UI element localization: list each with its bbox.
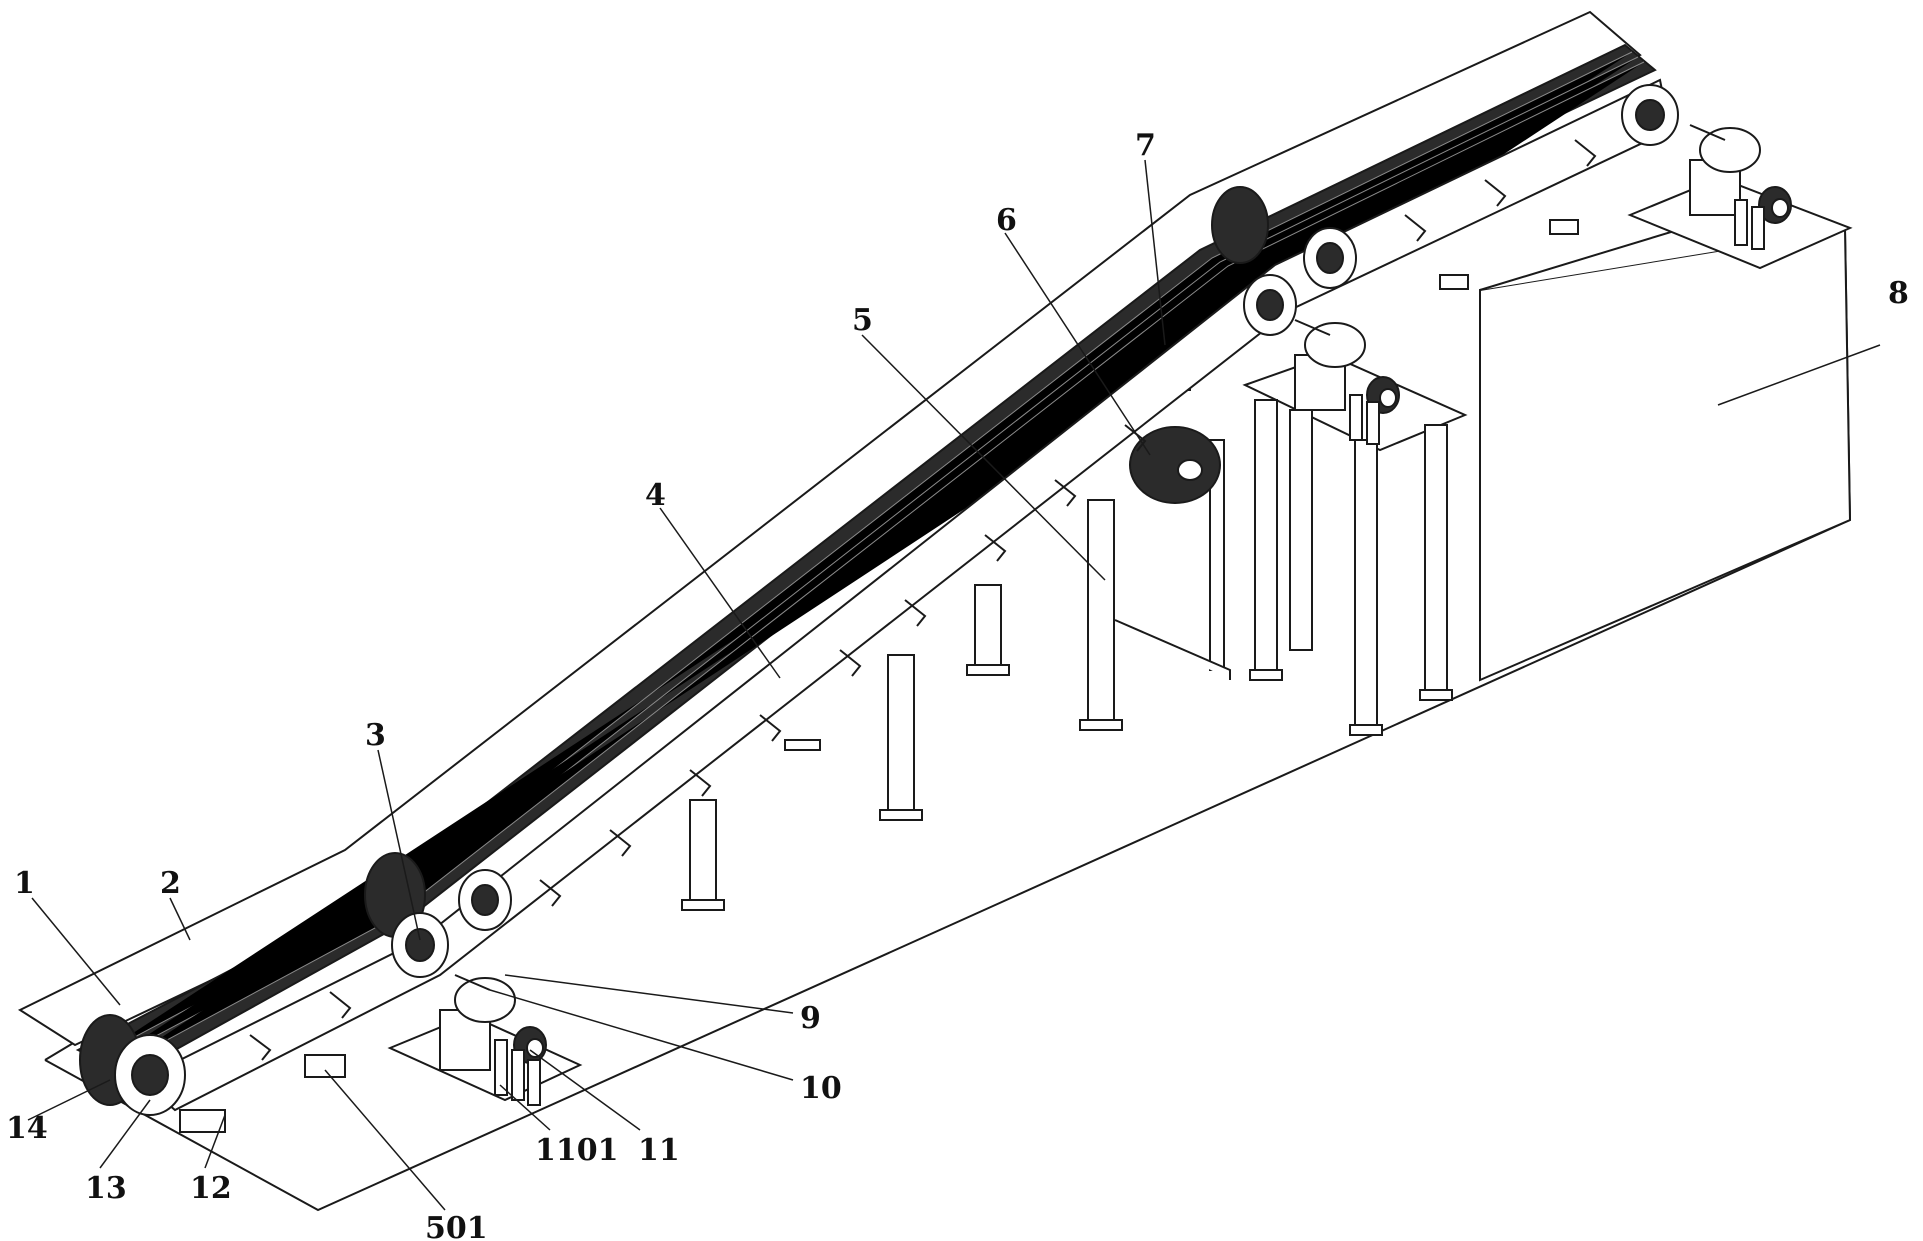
label-501: 501 — [425, 1211, 488, 1241]
upper-drive-unit — [1689, 124, 1792, 250]
lower-drive-unit — [387, 974, 583, 1106]
label-1101: 1101 — [535, 1133, 619, 1168]
label-12: 12 — [190, 1171, 232, 1206]
pulleys — [114, 84, 1679, 1116]
label-5: 5 — [852, 303, 873, 338]
label-10: 10 — [800, 1071, 842, 1106]
label-6: 6 — [996, 203, 1017, 238]
label-3: 3 — [365, 718, 386, 753]
idler-racks — [249, 139, 1597, 1061]
label-1: 1 — [14, 866, 35, 901]
reference-labels: 1 2 3 4 5 6 7 8 9 10 11 1101 12 13 14 50… — [6, 128, 1909, 1241]
platform-block — [1479, 203, 1852, 682]
leader-lines — [27, 159, 1881, 1211]
label-13: 13 — [85, 1171, 127, 1206]
label-8: 8 — [1888, 276, 1909, 311]
label-9: 9 — [800, 1001, 821, 1036]
label-14: 14 — [6, 1111, 48, 1146]
label-7: 7 — [1135, 128, 1156, 163]
label-11: 11 — [638, 1133, 680, 1168]
label-4: 4 — [645, 478, 666, 513]
mid-drive-unit — [1294, 319, 1400, 445]
support-legs — [179, 219, 1579, 1133]
label-2: 2 — [160, 866, 181, 901]
housing-cover — [17, 10, 1642, 1047]
